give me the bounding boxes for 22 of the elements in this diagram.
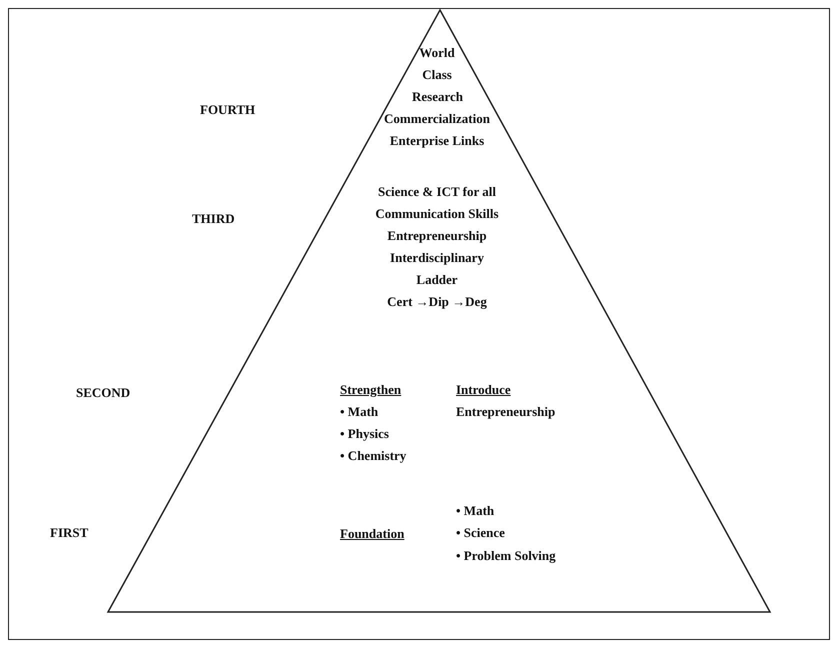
bullet-item: • Math [456, 502, 494, 520]
level-item: Entrepreneurship [387, 227, 487, 245]
column-heading: Foundation [340, 525, 404, 543]
bullet-item: • Problem Solving [456, 547, 556, 565]
bullet-item: • Chemistry [340, 447, 406, 465]
bullet-item: • Science [456, 524, 505, 542]
level-label: FIRST [50, 524, 88, 542]
column-heading: Introduce [456, 381, 511, 399]
level-item: Enterprise Links [390, 132, 484, 150]
level-label: SECOND [76, 384, 130, 402]
level-label: THIRD [192, 210, 235, 228]
bullet-item: • Math [340, 403, 378, 421]
level-item: Cert →Dip →Deg [387, 293, 487, 311]
level-item: Commercialization [384, 110, 490, 128]
level-item: Entrepreneurship [456, 403, 556, 421]
level-item: World Class Research [412, 44, 462, 106]
level-item: Science & ICT for all [378, 183, 496, 201]
level-label: FOURTH [200, 101, 256, 119]
column-heading: Strengthen [340, 381, 402, 399]
level-item: Communication Skills [375, 205, 499, 223]
bullet-item: • Physics [340, 425, 389, 443]
level-item: Interdisciplinary Ladder [389, 249, 485, 289]
